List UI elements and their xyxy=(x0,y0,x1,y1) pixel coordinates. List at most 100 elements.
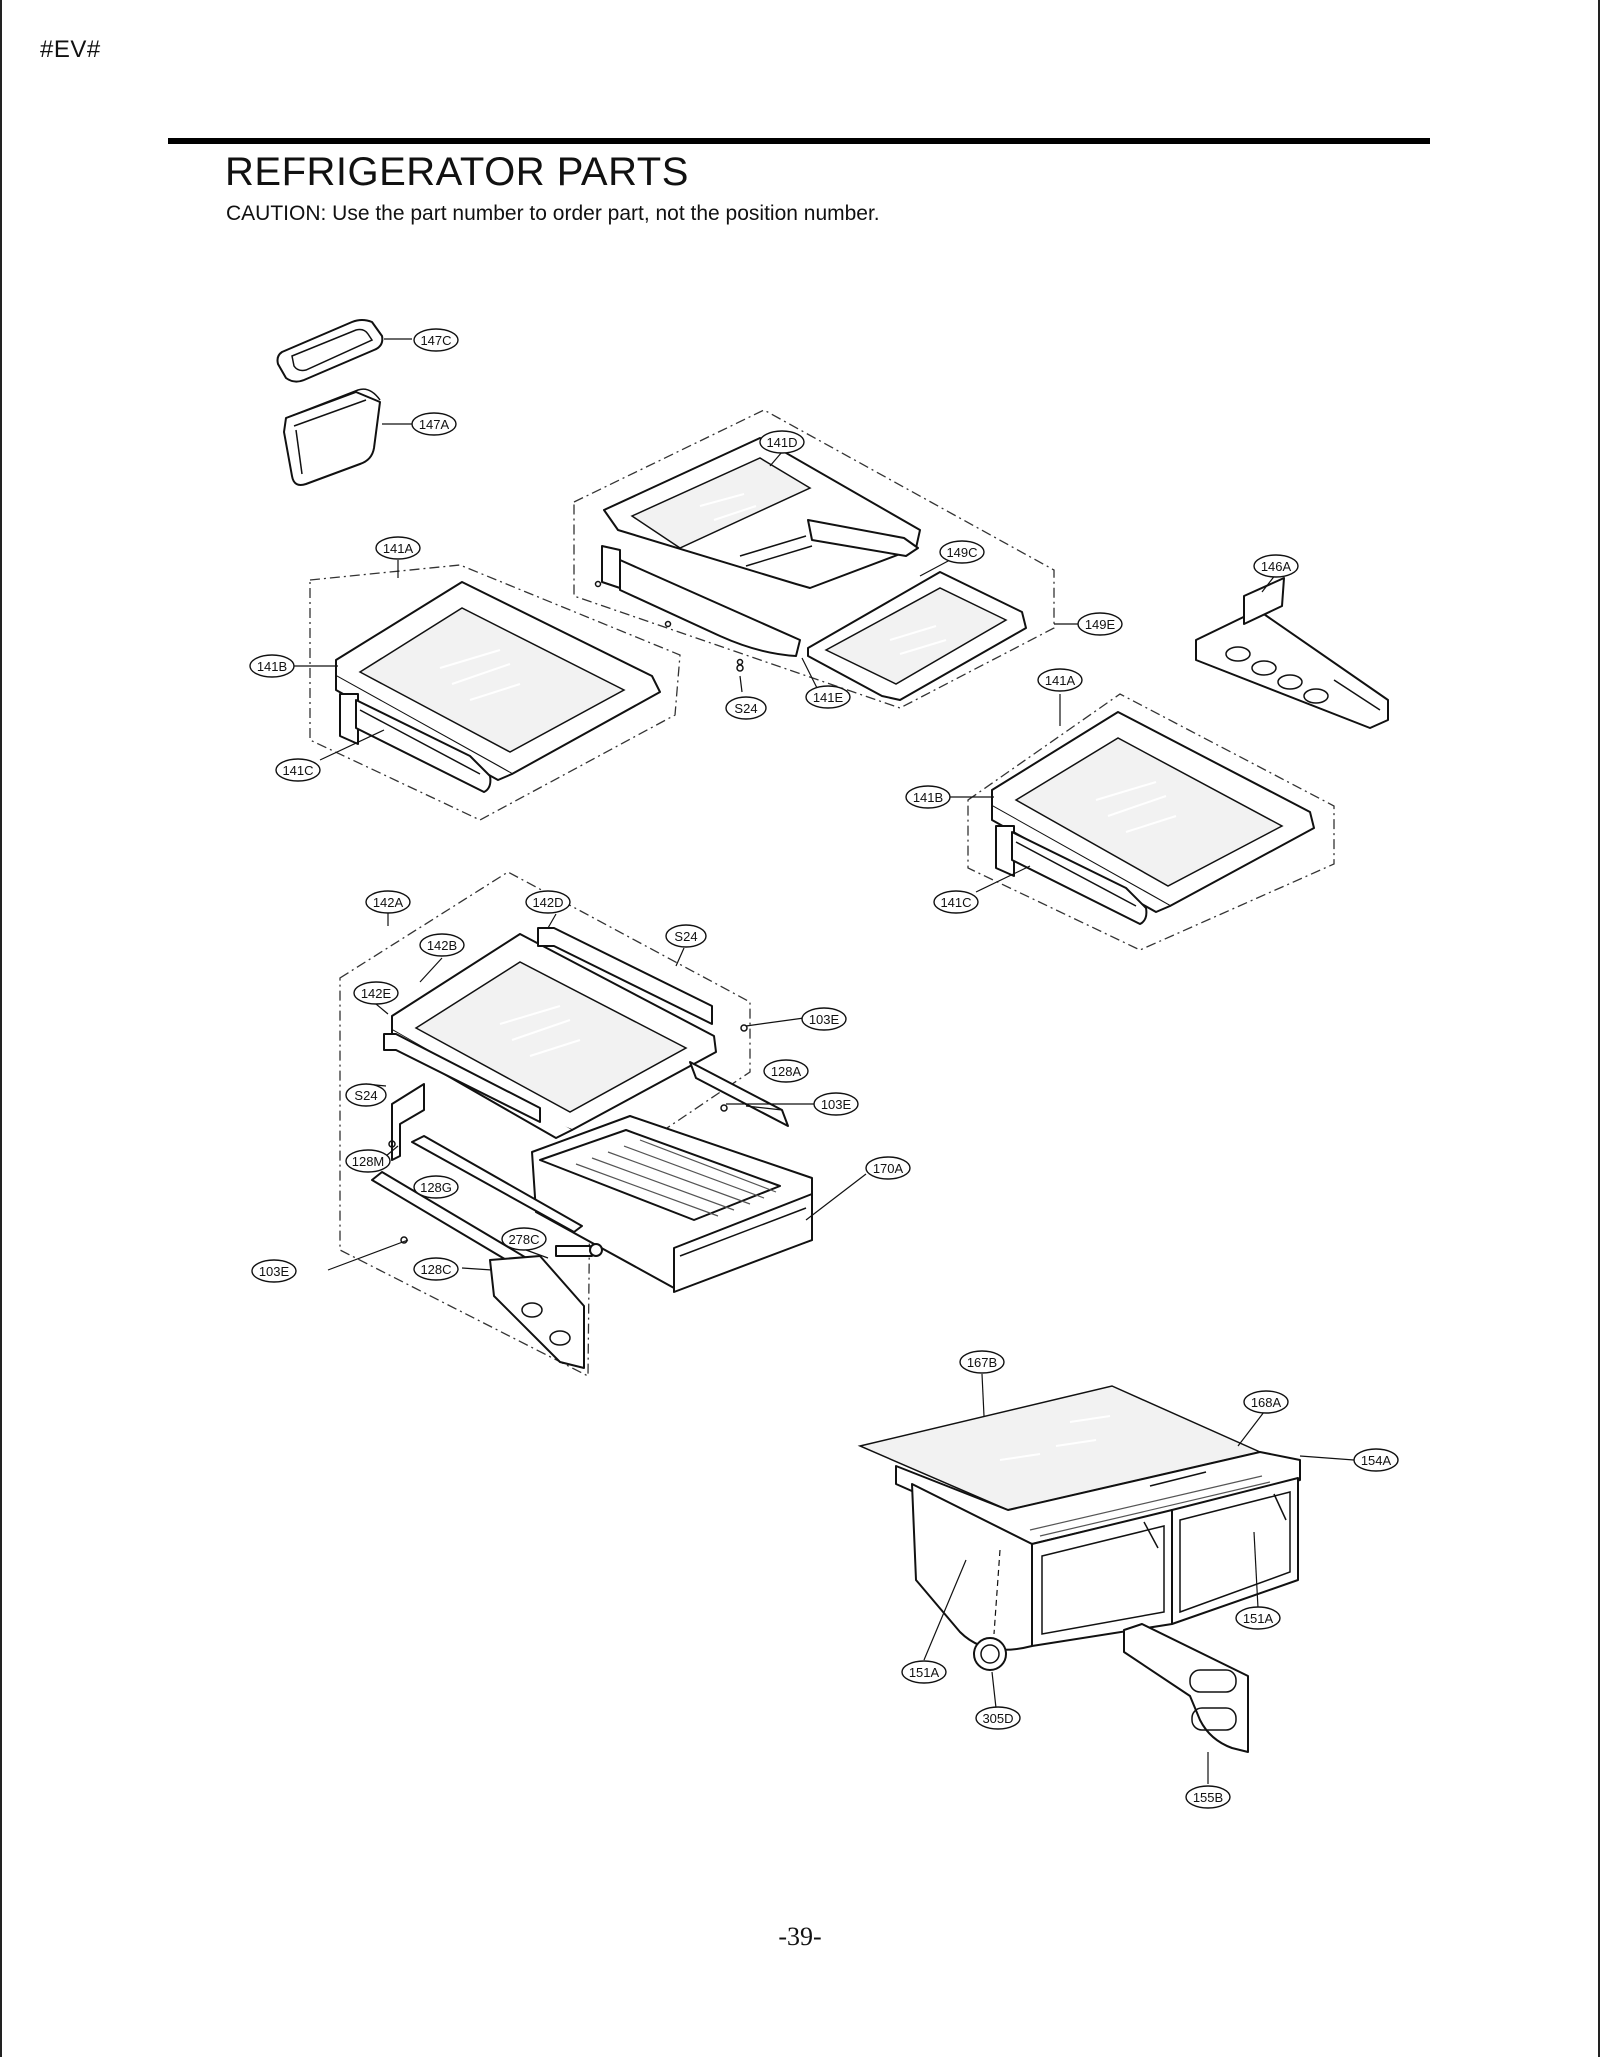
svg-text:128A: 128A xyxy=(771,1064,802,1079)
callout-142D: 142D xyxy=(525,890,571,914)
svg-text:142A: 142A xyxy=(373,895,404,910)
callout-151A-right: 151A xyxy=(1235,1606,1281,1630)
svg-text:147A: 147A xyxy=(419,417,450,432)
callout-141B-left: 141B xyxy=(249,654,295,678)
callout-141D: 141D xyxy=(759,430,805,454)
svg-text:141A: 141A xyxy=(1045,673,1076,688)
split-shelf-bracket xyxy=(594,545,801,666)
leader-lines xyxy=(294,338,1355,1784)
callout-168A: 168A xyxy=(1243,1390,1289,1414)
callout-S24-mid: S24 xyxy=(665,924,707,948)
callout-149C: 149C xyxy=(939,540,985,564)
callout-155B: 155B xyxy=(1185,1785,1231,1809)
callout-142E: 142E xyxy=(353,981,399,1005)
split-shelf-frame xyxy=(603,437,921,589)
svg-text:146A: 146A xyxy=(1261,559,1292,574)
svg-text:154A: 154A xyxy=(1361,1453,1392,1468)
callout-128G: 128G xyxy=(413,1175,459,1199)
page-number: -39- xyxy=(778,1922,822,1951)
glass-shelf-left xyxy=(335,581,661,781)
egg-tray-bin xyxy=(283,388,381,486)
svg-text:103E: 103E xyxy=(259,1264,290,1279)
svg-text:103E: 103E xyxy=(821,1097,852,1112)
page-title: REFRIGERATOR PARTS xyxy=(225,150,689,194)
svg-text:141D: 141D xyxy=(766,435,797,450)
slide-shelf-rails xyxy=(383,927,789,1161)
svg-text:S24: S24 xyxy=(674,929,697,944)
svg-text:142B: 142B xyxy=(427,938,457,953)
callout-141E: 141E xyxy=(805,685,851,709)
callout-103E-c: 103E xyxy=(251,1259,297,1283)
callout-128A: 128A xyxy=(763,1059,809,1083)
svg-text:151A: 151A xyxy=(1243,1611,1274,1626)
svg-text:147C: 147C xyxy=(420,333,451,348)
svg-text:141C: 141C xyxy=(282,763,313,778)
svg-text:149E: 149E xyxy=(1085,617,1116,632)
callout-154A: 154A xyxy=(1353,1448,1399,1472)
drawer-cover-bars xyxy=(371,1135,603,1281)
shelf-group-boundary-right xyxy=(967,693,1335,951)
callout-S24-left: S24 xyxy=(345,1083,387,1107)
crisper-drawer-right xyxy=(1171,1477,1299,1625)
svg-text:S24: S24 xyxy=(734,701,757,716)
callout-103E-a: 103E xyxy=(801,1007,847,1031)
shelf-group-boundary-top xyxy=(573,409,1055,709)
egg-tray-cover xyxy=(276,319,384,383)
svg-text:151A: 151A xyxy=(909,1665,940,1680)
crisper-side-cover xyxy=(1123,1623,1249,1753)
callout-278C: 278C xyxy=(501,1227,547,1251)
crisper-drawer xyxy=(531,1115,813,1293)
drawer-side-bracket xyxy=(489,1255,585,1369)
svg-text:128G: 128G xyxy=(420,1180,452,1195)
callout-141C-right: 141C xyxy=(933,890,979,914)
shelf-group-boundary-left xyxy=(309,564,681,821)
callout-128M: 128M xyxy=(345,1149,391,1173)
can-rack xyxy=(1195,577,1389,729)
document-code: #EV# xyxy=(40,36,101,63)
svg-text:128M: 128M xyxy=(352,1154,385,1169)
svg-text:168A: 168A xyxy=(1251,1395,1282,1410)
callout-167B: 167B xyxy=(959,1350,1005,1374)
callout-149E: 149E xyxy=(1077,612,1123,636)
svg-text:278C: 278C xyxy=(508,1232,539,1247)
slide-shelf-glass xyxy=(391,933,717,1139)
shelf-bracket-right xyxy=(995,825,1148,925)
svg-text:305D: 305D xyxy=(982,1711,1013,1726)
callout-103E-b: 103E xyxy=(813,1092,859,1116)
shelf-bracket-left xyxy=(339,693,492,793)
callout-141C-left: 141C xyxy=(275,758,321,782)
callout-142B: 142B xyxy=(419,933,465,957)
svg-text:141B: 141B xyxy=(257,659,287,674)
caution-note: CAUTION: Use the part number to order pa… xyxy=(226,202,880,225)
svg-text:149C: 149C xyxy=(946,545,977,560)
page-border-left xyxy=(0,0,2,2057)
svg-text:142E: 142E xyxy=(361,986,392,1001)
svg-text:141B: 141B xyxy=(913,790,943,805)
callout-151A-left: 151A xyxy=(901,1660,947,1684)
glass-shelf-right xyxy=(991,711,1315,913)
split-shelf-glass-front xyxy=(807,571,1027,701)
svg-text:128C: 128C xyxy=(420,1262,451,1277)
callout-147A: 147A xyxy=(411,412,457,436)
svg-text:155B: 155B xyxy=(1193,1790,1223,1805)
svg-text:170A: 170A xyxy=(873,1161,904,1176)
callout-142A: 142A xyxy=(365,890,411,914)
callout-141B-right: 141B xyxy=(905,785,951,809)
svg-text:167B: 167B xyxy=(967,1355,997,1370)
humidity-control-knob xyxy=(973,1549,1007,1671)
callout-147C: 147C xyxy=(413,328,459,352)
callout-146A: 146A xyxy=(1253,554,1299,578)
svg-text:142D: 142D xyxy=(532,895,563,910)
callout-305D: 305D xyxy=(975,1706,1021,1730)
svg-text:141A: 141A xyxy=(383,541,414,556)
callout-141A-left: 141A xyxy=(375,536,421,560)
callout-128C: 128C xyxy=(413,1257,459,1281)
svg-text:141C: 141C xyxy=(940,895,971,910)
svg-text:S24: S24 xyxy=(354,1088,377,1103)
callout-170A: 170A xyxy=(865,1156,911,1180)
callout-S24-top: S24 xyxy=(725,696,767,720)
callout-141A-right: 141A xyxy=(1037,668,1083,692)
svg-text:103E: 103E xyxy=(809,1012,840,1027)
page-border-right xyxy=(1598,0,1600,2057)
